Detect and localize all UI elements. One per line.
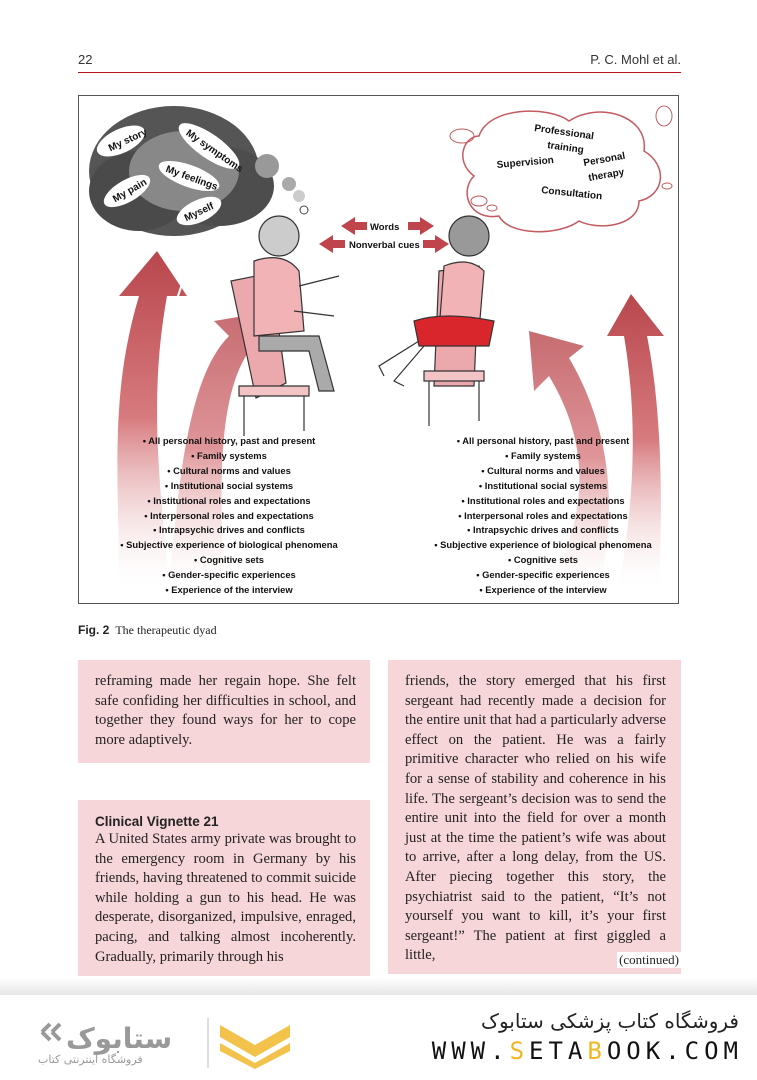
influence-item: • Intrapsychic drives and conflicts	[153, 524, 305, 536]
figure-illustration: My story My symptoms My feelings My pain…	[89, 105, 673, 586]
influence-item: • Experience of the interview	[165, 584, 293, 596]
logo-subtitle: فروشگاه اینترنتی کتاب	[38, 1053, 143, 1066]
figure-therapeutic-dyad: My story My symptoms My feelings My pain…	[78, 95, 679, 604]
therapist-thought-cloud: Professional training Supervision Person…	[449, 105, 673, 233]
influence-item: • Institutional roles and expectations	[147, 494, 311, 506]
influence-item: • All personal history, past and present	[456, 435, 630, 446]
header-rule	[78, 72, 681, 73]
influence-item: • Institutional social systems	[478, 479, 608, 491]
store-url[interactable]: WWW.SETABOOK.COM	[432, 1037, 743, 1065]
therapist-figure	[378, 215, 495, 426]
influence-item: • Gender-specific experiences	[476, 569, 610, 581]
influence-item: • Cultural norms and values	[481, 464, 605, 476]
words-label: Words	[370, 222, 399, 233]
influence-item: • Cognitive sets	[194, 554, 264, 566]
page-number: 22	[78, 52, 93, 67]
vignette-title: Clinical Vignette 21	[95, 814, 219, 829]
nonverbal-cues-label: Nonverbal cues	[349, 240, 420, 251]
url-part: B	[587, 1037, 607, 1065]
box-text: friends, the story emerged that his firs…	[405, 673, 666, 964]
influence-item: • Family systems	[505, 449, 581, 461]
setabook-logo: ستابوک	[40, 1018, 290, 1069]
influence-item: • Cultural norms and values	[167, 464, 291, 476]
therapist-influences-list: • All personal history, past and present…	[393, 434, 693, 598]
url-part: OOK.COM	[606, 1037, 743, 1065]
patient-influences-list: • All personal history, past and present…	[79, 434, 379, 598]
clinical-vignette-box: Clinical Vignette 21 A United States arm…	[78, 800, 370, 976]
influence-item: • Family systems	[191, 449, 267, 461]
left-arrow-up	[117, 251, 187, 586]
left-arrow-curve	[169, 311, 274, 586]
influence-item: • Intrapsychic drives and conflicts	[467, 524, 619, 536]
influence-item: • Gender-specific experiences	[162, 569, 296, 581]
box-text: reframing made her regain hope. She felt…	[95, 673, 356, 748]
text-box-continuation: reframing made her regain hope. She felt…	[78, 660, 370, 763]
patient-figure	[230, 215, 340, 436]
right-arrow-up	[607, 294, 664, 586]
page-fade	[0, 978, 757, 996]
logo-text: ستابوک	[66, 1022, 172, 1055]
cloud-label: Supervision	[496, 155, 554, 171]
caption-label: Fig. 2	[78, 623, 110, 637]
box-text: A United States army private was brought…	[95, 831, 356, 965]
url-part: WWW.	[431, 1037, 510, 1065]
figure-caption: Fig. 2 The therapeutic dyad	[78, 623, 217, 638]
right-arrow-curve	[529, 331, 609, 586]
influence-item: • Institutional social systems	[164, 479, 294, 491]
cloud-label: training	[547, 140, 585, 156]
influence-item: • Subjective experience of biological ph…	[434, 539, 652, 551]
influence-item: • Experience of the interview	[479, 584, 607, 596]
influence-item: • Subjective experience of biological ph…	[120, 539, 338, 551]
influence-item: • Interpersonal roles and expectations	[144, 509, 314, 521]
running-header-authors: P. C. Mohl et al.	[590, 52, 681, 67]
url-part: S	[509, 1037, 530, 1065]
influence-item: • Institutional roles and expectations	[461, 494, 625, 506]
patient-thought-cloud: My story My symptoms My feelings My pain…	[89, 106, 309, 305]
communication-arrows: Words Nonverbal cues	[319, 217, 449, 253]
influence-item: • Interpersonal roles and expectations	[458, 509, 628, 521]
influence-item: • All personal history, past and present	[142, 435, 316, 446]
store-title: فروشگاه کتاب پزشکی ستابوک	[481, 1009, 739, 1033]
setabook-banner: ستابوک فروشگاه اینترنتی کتاب فروشگاه کتا…	[0, 995, 757, 1080]
caption-text: The therapeutic dyad	[115, 623, 217, 637]
text-box-vignette-continued: friends, the story emerged that his firs…	[388, 660, 681, 974]
url-part: ETA	[529, 1037, 588, 1065]
continued-label: (continued)	[617, 952, 681, 968]
influence-item: • Cognitive sets	[508, 554, 578, 566]
